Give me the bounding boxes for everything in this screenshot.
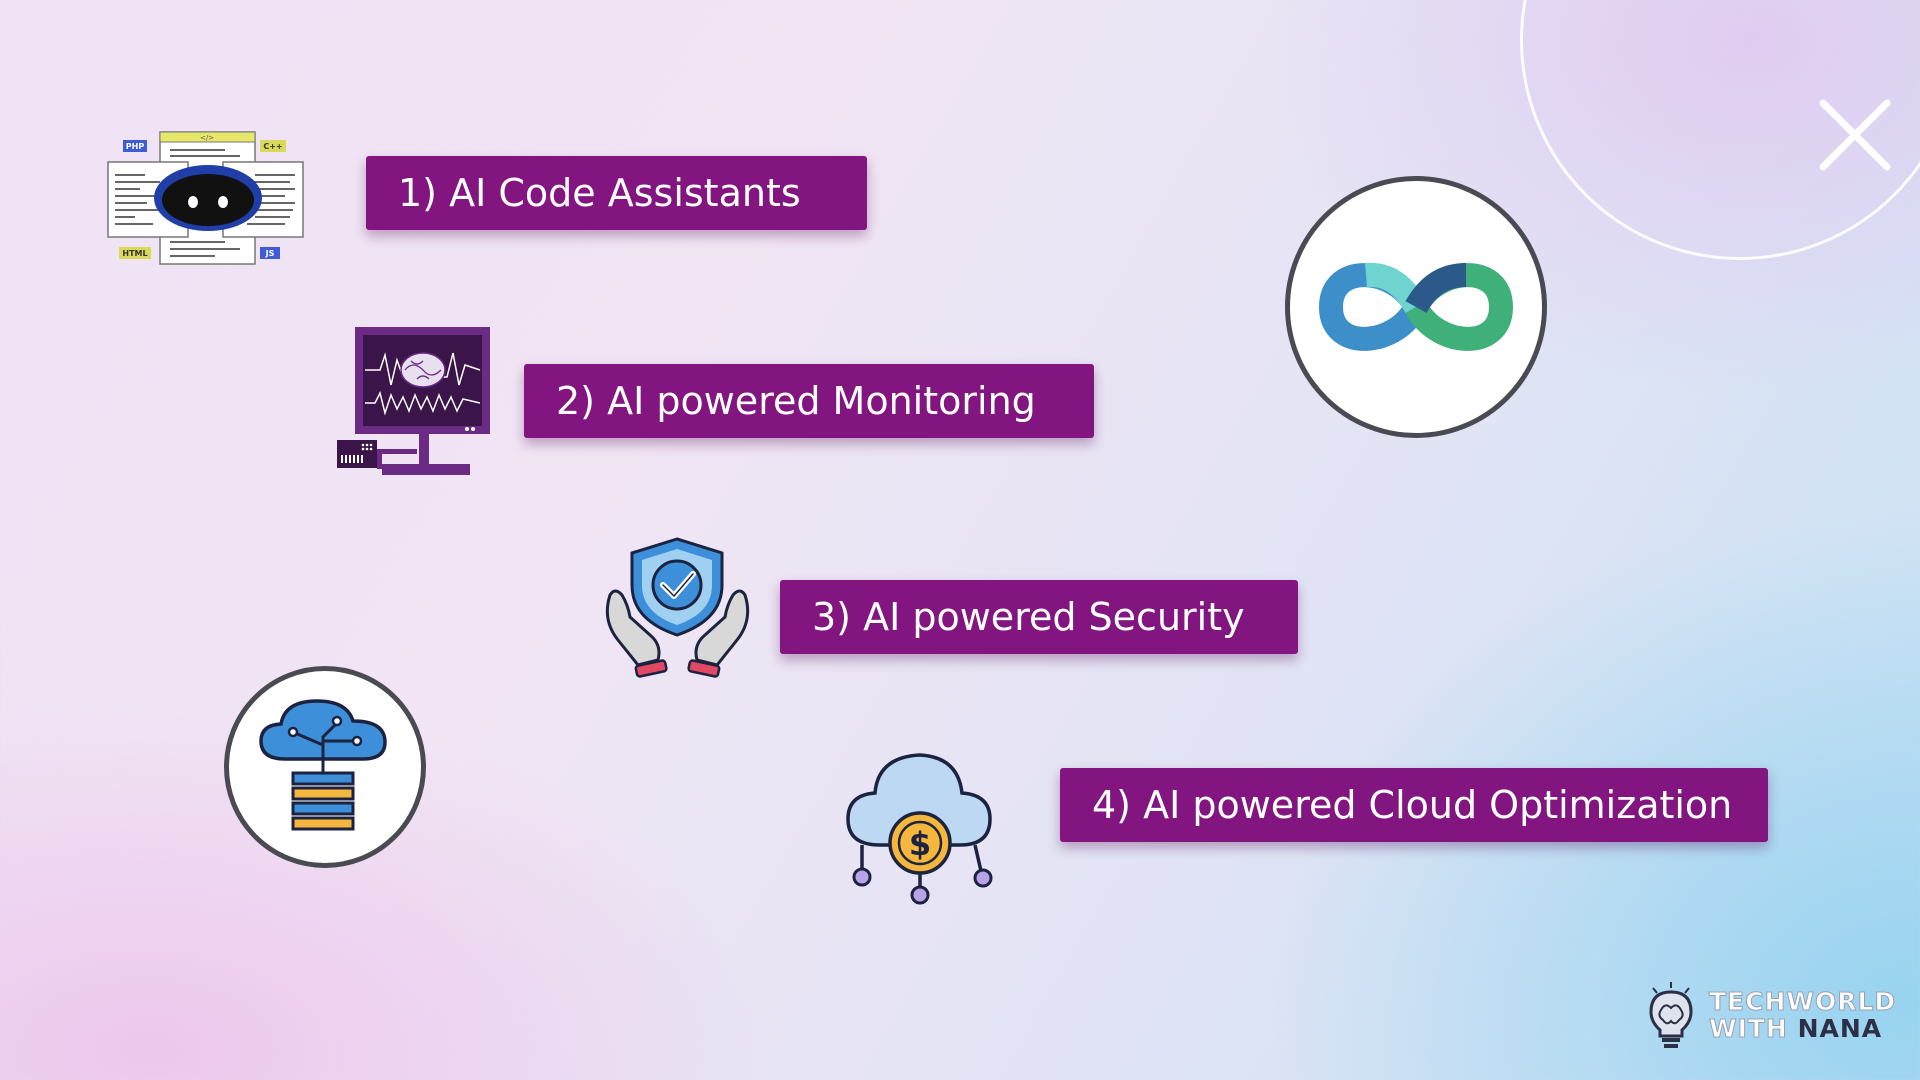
- brand-word-with: WITH: [1709, 1014, 1788, 1043]
- cloud-server-icon: [259, 699, 387, 831]
- infinity-loop-icon: [1318, 262, 1514, 351]
- cloud-cost-icon: $: [846, 753, 993, 905]
- lightbulb-brain-icon: [1649, 982, 1693, 1048]
- code-tag-label: </>: [200, 134, 214, 142]
- item-label-security: 3) AI powered Security: [780, 580, 1298, 654]
- brand-watermark: TECHWORLD WITH NANA: [1645, 980, 1896, 1050]
- cpp-tag-label: C++: [263, 142, 282, 151]
- svg-text:$: $: [909, 825, 931, 863]
- item-label-code-assistants: 1) AI Code Assistants: [366, 156, 867, 230]
- code-assistant-robot-icon: </> PHP C++ HTML JS: [107, 131, 304, 265]
- close-x-icon: [1819, 99, 1891, 171]
- item-label-monitoring: 2) AI powered Monitoring: [524, 364, 1094, 438]
- devops-infinity-badge: [1285, 176, 1547, 438]
- item-label-cloud-optimization: 4) AI powered Cloud Optimization: [1060, 768, 1768, 842]
- js-tag-label: JS: [265, 249, 275, 258]
- html-tag-label: HTML: [122, 249, 147, 258]
- cloud-server-badge: [224, 666, 426, 868]
- brain-monitoring-icon: [337, 327, 490, 475]
- php-tag-label: PHP: [126, 142, 145, 151]
- brand-word-nana: NANA: [1797, 1014, 1883, 1043]
- brand-line-techworld: TECHWORLD: [1708, 987, 1897, 1016]
- shield-hands-icon: [605, 537, 750, 678]
